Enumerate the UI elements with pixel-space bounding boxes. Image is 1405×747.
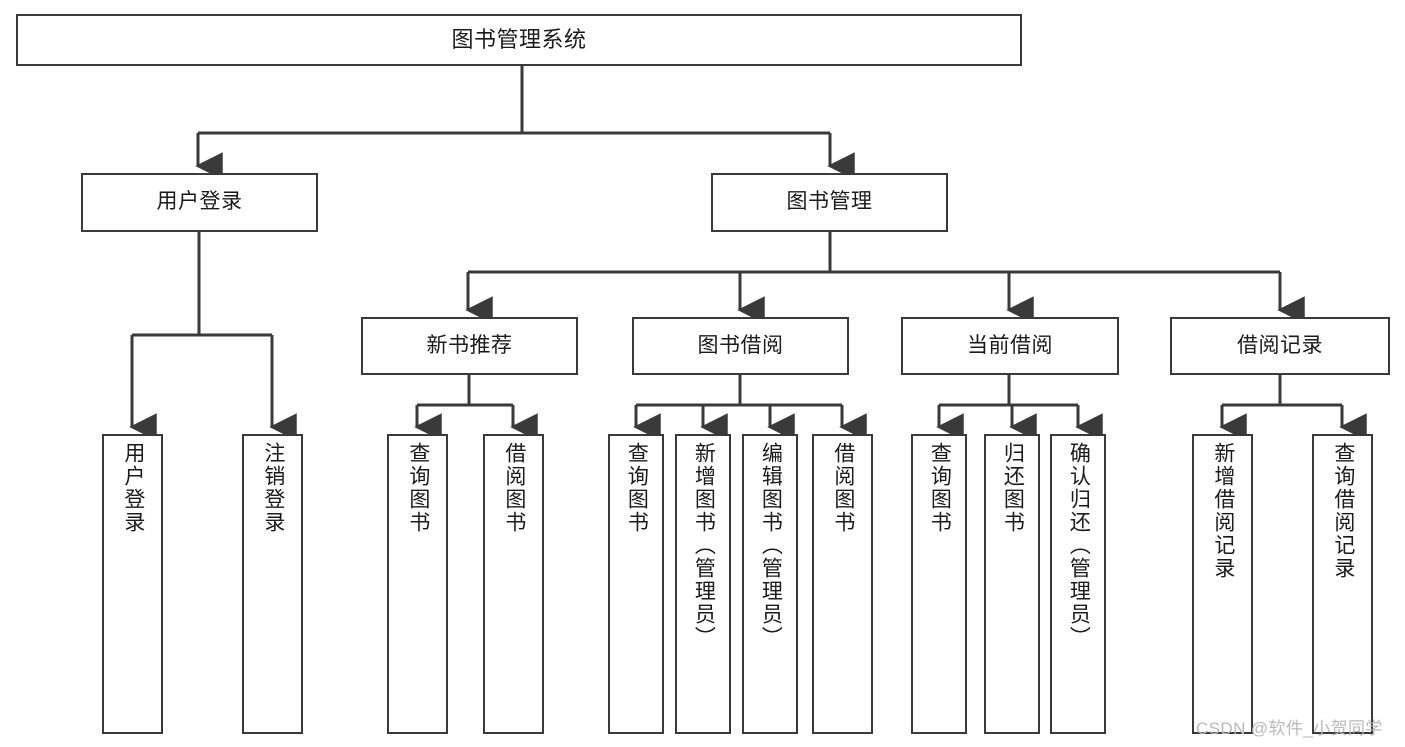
node-root[interactable]: 图书管理系统 [16, 14, 1022, 66]
node-leaf-add-borrow-record-label: 新增借阅记录 [1211, 442, 1235, 580]
node-user-login-label: 用户登录 [156, 190, 243, 214]
node-leaf-confirm-return-admin[interactable]: 确认归还（管理员） [1050, 434, 1106, 734]
node-current-borrow-label: 当前借阅 [967, 333, 1053, 357]
node-leaf-borrow-book-label: 借阅图书 [831, 442, 855, 534]
node-leaf-query-book-current-label: 查询图书 [928, 442, 952, 534]
node-leaf-borrow-book-recommend-label: 借阅图书 [502, 442, 526, 534]
node-new-book-recommend[interactable]: 新书推荐 [361, 317, 578, 375]
node-leaf-borrow-book[interactable]: 借阅图书 [812, 434, 873, 734]
node-leaf-query-book-recommend-label: 查询图书 [406, 442, 430, 534]
node-leaf-query-borrow-record[interactable]: 查询借阅记录 [1312, 434, 1373, 734]
node-book-borrow[interactable]: 图书借阅 [632, 317, 849, 375]
node-leaf-user-logout-label: 注销登录 [261, 442, 285, 534]
node-leaf-add-book-admin-label: 新增图书（管理员） [692, 442, 716, 649]
node-book-management[interactable]: 图书管理 [711, 173, 948, 232]
node-leaf-query-book-recommend[interactable]: 查询图书 [387, 434, 448, 734]
node-new-book-recommend-label: 新书推荐 [426, 333, 513, 357]
node-leaf-user-logout[interactable]: 注销登录 [242, 434, 303, 734]
node-book-management-label: 图书管理 [786, 190, 873, 214]
node-current-borrow[interactable]: 当前借阅 [901, 317, 1119, 375]
node-leaf-return-book-label: 归还图书 [1001, 442, 1025, 534]
node-leaf-query-borrow-record-label: 查询借阅记录 [1331, 442, 1355, 580]
csdn-watermark: CSDN @软件_小贺同学 [1196, 719, 1383, 738]
node-leaf-edit-book-admin-label: 编辑图书（管理员） [759, 442, 783, 649]
node-leaf-user-login-label: 用户登录 [121, 442, 145, 534]
node-leaf-confirm-return-admin-label: 确认归还（管理员） [1067, 442, 1091, 649]
node-leaf-return-book[interactable]: 归还图书 [984, 434, 1040, 734]
node-leaf-query-book-current[interactable]: 查询图书 [911, 434, 967, 734]
node-root-label: 图书管理系统 [451, 27, 587, 53]
node-leaf-add-book-admin[interactable]: 新增图书（管理员） [675, 434, 731, 734]
node-borrow-record-label: 借阅记录 [1237, 333, 1323, 357]
node-leaf-user-login[interactable]: 用户登录 [102, 434, 163, 734]
node-leaf-edit-book-admin[interactable]: 编辑图书（管理员） [742, 434, 798, 734]
node-leaf-borrow-book-recommend[interactable]: 借阅图书 [483, 434, 544, 734]
node-leaf-add-borrow-record[interactable]: 新增借阅记录 [1192, 434, 1253, 734]
node-leaf-query-book-borrow[interactable]: 查询图书 [608, 434, 664, 734]
node-borrow-record[interactable]: 借阅记录 [1170, 317, 1390, 375]
node-book-borrow-label: 图书借阅 [697, 333, 784, 357]
node-user-login[interactable]: 用户登录 [81, 173, 318, 232]
node-leaf-query-book-borrow-label: 查询图书 [625, 442, 649, 534]
